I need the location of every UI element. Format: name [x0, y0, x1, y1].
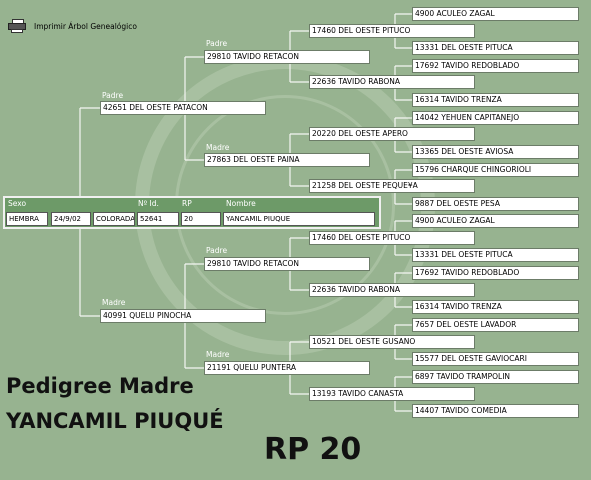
rp-field[interactable]: 20: [181, 212, 221, 226]
pm-box[interactable]: 27863 DEL OESTE PAINA: [204, 153, 370, 167]
fecha-field[interactable]: 24/9/02: [51, 212, 91, 226]
mppm-box[interactable]: 13331 DEL OESTE PITUCA: [412, 248, 579, 262]
mpmm-box[interactable]: 16314 TAVIDO TRENZA: [412, 300, 579, 314]
pmm-box[interactable]: 21258 DEL OESTE PEQUE¥A: [309, 179, 475, 193]
mpp-box[interactable]: 17460 DEL OESTE PITUCO: [309, 231, 475, 245]
label-madre: Madre: [206, 350, 230, 359]
mmp-box[interactable]: 10521 DEL OESTE GUSANO: [309, 335, 475, 349]
ppmm-box[interactable]: 16314 TAVIDO TRENZA: [412, 93, 579, 107]
toolbar: Imprimir Árbol Genealógico: [8, 18, 137, 34]
label-madre: Madre: [102, 298, 126, 307]
caption-name: YANCAMIL PIUQUÉ: [6, 409, 224, 433]
mppp-box[interactable]: 4900 ACULEO ZAGAL: [412, 214, 579, 228]
mmmp-box[interactable]: 6897 TAVIDO TRAMPOLIN: [412, 370, 579, 384]
mpmp-box[interactable]: 17692 TAVIDO REDOBLADO: [412, 266, 579, 280]
caption-rp: RP 20: [264, 432, 362, 467]
header-id: Nº Id.: [138, 199, 159, 208]
ppm-box[interactable]: 22636 TAVIDO RABONA: [309, 75, 475, 89]
sire-box[interactable]: 42651 DEL OESTE PATACON: [100, 101, 266, 115]
header-nombre: Nombre: [226, 199, 256, 208]
mmpm-box[interactable]: 15577 DEL OESTE GAVIOCARI: [412, 352, 579, 366]
mmm-box[interactable]: 13193 TAVIDO CANASTA: [309, 387, 475, 401]
sexo-field[interactable]: HEMBRA: [6, 212, 48, 226]
color-field[interactable]: COLORADA: [93, 212, 135, 226]
pmpp-box[interactable]: 14042 YEHUEN CAPITANEJO: [412, 111, 579, 125]
pppm-box[interactable]: 13331 DEL OESTE PITUCA: [412, 41, 579, 55]
print-tree-label[interactable]: Imprimir Árbol Genealógico: [34, 21, 137, 31]
pmmm-box[interactable]: 9887 DEL OESTE PESA: [412, 197, 579, 211]
mm-box[interactable]: 21191 QUELU PUNTERA: [204, 361, 370, 375]
mp-box[interactable]: 29810 TAVIDO RETACON: [204, 257, 370, 271]
pp-box[interactable]: 29810 TAVIDO RETACON: [204, 50, 370, 64]
header-rp: RP: [182, 199, 192, 208]
nombre-field[interactable]: YANCAMIL PIUQUE: [223, 212, 375, 226]
label-padre: Padre: [206, 246, 228, 255]
label-madre: Madre: [206, 143, 230, 152]
header-sexo: Sexo: [8, 199, 27, 208]
mmpp-box[interactable]: 7657 DEL OESTE LAVADOR: [412, 318, 579, 332]
ppmp-box[interactable]: 17692 TAVIDO REDOBLADO: [412, 59, 579, 73]
mmmm-box[interactable]: 14407 TAVIDO COMEDIA: [412, 404, 579, 418]
printer-icon[interactable]: [8, 19, 26, 33]
pmpm-box[interactable]: 13365 DEL OESTE AVIOSA: [412, 145, 579, 159]
label-padre: Padre: [102, 91, 124, 100]
pmmp-box[interactable]: 15796 CHARQUE CHINGORIOLI: [412, 163, 579, 177]
subject-panel: Sexo Nº Id. RP Nombre HEMBRA 24/9/02 COL…: [3, 196, 381, 229]
ppp-box[interactable]: 17460 DEL OESTE PITUCO: [309, 24, 475, 38]
pppp-box[interactable]: 4900 ACULEO ZAGAL: [412, 7, 579, 21]
label-padre: Padre: [206, 39, 228, 48]
pmp-box[interactable]: 20220 DEL OESTE APERO: [309, 127, 475, 141]
id-field[interactable]: 52641: [137, 212, 179, 226]
dam-box[interactable]: 40991 QUELU PINOCHA: [100, 309, 266, 323]
caption-title: Pedigree Madre: [6, 374, 194, 398]
mpm-box[interactable]: 22636 TAVIDO RABONA: [309, 283, 475, 297]
